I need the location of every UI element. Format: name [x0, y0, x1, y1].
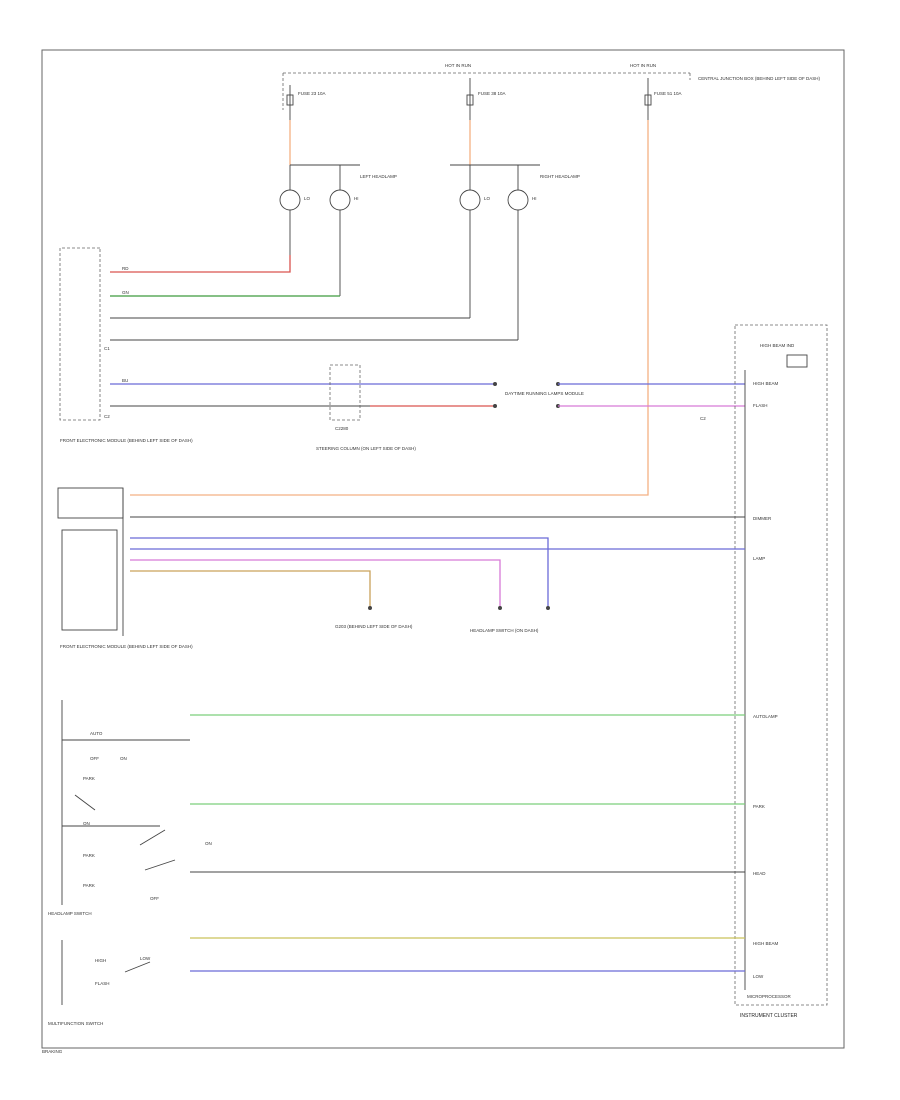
connector-c2280: C2280 STEERING COLUMN (ON LEFT SIDE OF D… — [316, 364, 416, 451]
headlamp-switch-label: HEADLAMP SWITCH — [48, 911, 92, 916]
front-module-c1: C1 — [104, 346, 110, 351]
mfs-high-label: HIGH — [95, 958, 106, 963]
front-module-label: FRONT ELECTRONIC MODULE (BEHIND LEFT SID… — [60, 438, 193, 443]
instrument-cluster-outline — [734, 324, 828, 1006]
g203-terminal — [368, 606, 372, 610]
fuse-mid-label: FUSE 38 10A — [478, 91, 506, 96]
wire-to-ground-a — [130, 537, 549, 608]
wire-left-lo — [110, 255, 291, 273]
fuse-left-label: FUSE 23 10A — [298, 91, 326, 96]
hsw-terminal-a — [546, 606, 550, 610]
footer-code: BRAKING — [42, 1049, 63, 1054]
cluster-pin-head: HEAD — [753, 871, 766, 876]
wire-to-g203 — [130, 570, 371, 608]
headlamp-feeds — [130, 120, 649, 496]
left-headlamp: LEFT HEADLAMP LO HI — [279, 165, 397, 296]
switch-park-label: PARK — [83, 853, 95, 858]
instrument-cluster: HIGH BEAM IND HIGH BEAM FLASH DIMMER LAM… — [700, 324, 828, 1019]
park-contact — [74, 794, 96, 811]
cluster-pin-dimmer: DIMMER — [753, 516, 772, 521]
wire-label-bu: BU — [122, 378, 128, 383]
ground-behind-dash-label: G203 (BEHIND LEFT SIDE OF DASH) — [335, 624, 413, 629]
headlamp-switch-module-label: FRONT ELECTRONIC MODULE (BEHIND LEFT SID… — [60, 644, 193, 649]
front-module-c2: C2 — [104, 414, 110, 419]
drl-module-label: DAYTIME RUNNING LAMPS MODULE — [505, 391, 584, 396]
switch-wires: G203 (BEHIND LEFT SIDE OF DASH) HEADLAMP… — [130, 516, 745, 633]
fuse-left-body — [286, 94, 294, 106]
switch-off-label: OFF — [150, 896, 159, 901]
right-hi-bulb-icon — [507, 189, 529, 211]
instrument-cluster-label: INSTRUMENT CLUSTER — [740, 1013, 798, 1019]
auto-off-label: OFF — [90, 756, 99, 761]
headlamp-switch: AUTO OFF ON PARK ON PARK PARK OFF HEADLA… — [48, 700, 190, 916]
multifunction-switch: HIGH FLASH LOW MULTIFUNCTION SWITCH — [48, 937, 745, 1026]
switch-module-body — [61, 529, 118, 631]
cluster-pin-high: HIGH BEAM — [753, 381, 779, 386]
c2280-outline — [329, 364, 361, 421]
autolamp-label: AUTO — [90, 731, 103, 736]
cluster-pin-high-2: HIGH BEAM — [753, 941, 779, 946]
right-headlamp-label: RIGHT HEADLAMP — [540, 174, 580, 179]
off-contact — [144, 859, 176, 871]
mfs-flash-label: FLASH — [95, 981, 110, 986]
mfs-low-label: LOW — [140, 956, 151, 961]
switch-park-label-2: PARK — [83, 883, 95, 888]
diagram-frame — [41, 49, 845, 1049]
left-headlamp-label: LEFT HEADLAMP — [360, 174, 397, 179]
front-module-outline — [59, 247, 101, 421]
mfs-contact — [124, 961, 151, 973]
feed-hot-in-run — [130, 120, 649, 496]
right-headlamp: RIGHT HEADLAMP LO HI — [459, 165, 580, 340]
auto-on-label: ON — [120, 756, 127, 761]
head-label: ON — [83, 821, 90, 826]
steering-column-label: STEERING COLUMN (ON LEFT SIDE OF DASH) — [316, 446, 416, 451]
fuse-mid-body — [466, 94, 474, 106]
cluster-pin-flash: FLASH — [753, 403, 768, 408]
head-wire-label: ON — [205, 841, 212, 846]
fuse-right-body — [644, 94, 652, 106]
left-lo-bulb-icon — [279, 189, 301, 211]
c2280-label: C2280 — [335, 426, 349, 431]
high-beam-ind-lamp — [786, 354, 808, 368]
front-electronic-module: FRONT ELECTRONIC MODULE (BEHIND LEFT SID… — [59, 247, 193, 443]
left-hi-label: HI — [354, 196, 359, 201]
wire-label-gn: GN — [122, 290, 129, 295]
fuse-right-label: FUSE 51 10A — [654, 91, 682, 96]
right-lo-label: LO — [484, 196, 491, 201]
cluster-pin-low: LOW — [753, 974, 764, 979]
fuse-box-right-label: HOT IN RUN — [630, 63, 656, 68]
hsw-terminal-b — [498, 606, 502, 610]
right-lo-bulb-icon — [459, 189, 481, 211]
left-lo-label: LO — [304, 196, 311, 201]
head-contact — [139, 829, 166, 846]
drl-pin-b — [493, 404, 497, 408]
left-hi-bulb-icon — [329, 189, 351, 211]
microprocessor-label: MICROPROCESSOR — [747, 994, 792, 999]
power-distribution: HOT IN RUN HOT IN RUN CENTRAL JUNCTION B… — [282, 63, 821, 120]
fuse-box-mid-label: HOT IN RUN — [445, 63, 471, 68]
cluster-pin-lamp: LAMP — [753, 556, 765, 561]
cluster-pin-park: PARK — [753, 804, 765, 809]
multifunction-switch-label: MULTIFUNCTION SWITCH — [48, 1021, 103, 1026]
central-junction-label: CENTRAL JUNCTION BOX (BEHIND LEFT SIDE O… — [698, 76, 821, 81]
wire-to-ground-b — [130, 559, 501, 608]
module-wires: RD GN BU — [110, 255, 518, 407]
right-hi-label: HI — [532, 196, 537, 201]
headlamp-switch-wires: ON — [190, 714, 745, 873]
wire-label-rd: RD — [122, 266, 129, 271]
drl-pin-a — [493, 382, 497, 386]
switch-module-top — [57, 487, 124, 519]
headlamp-switch-module: FRONT ELECTRONIC MODULE (BEHIND LEFT SID… — [57, 487, 193, 649]
park-label: PARK — [83, 776, 95, 781]
cluster-pin-autolamp: AUTOLAMP — [753, 714, 778, 719]
drl-module: DAYTIME RUNNING LAMPS MODULE — [493, 382, 745, 408]
cluster-connector-c2: C2 — [700, 416, 706, 421]
high-beam-ind-label: HIGH BEAM IND — [760, 343, 795, 348]
ground-headlamp-switch-label: HEADLAMP SWITCH (ON DASH) — [470, 628, 539, 633]
